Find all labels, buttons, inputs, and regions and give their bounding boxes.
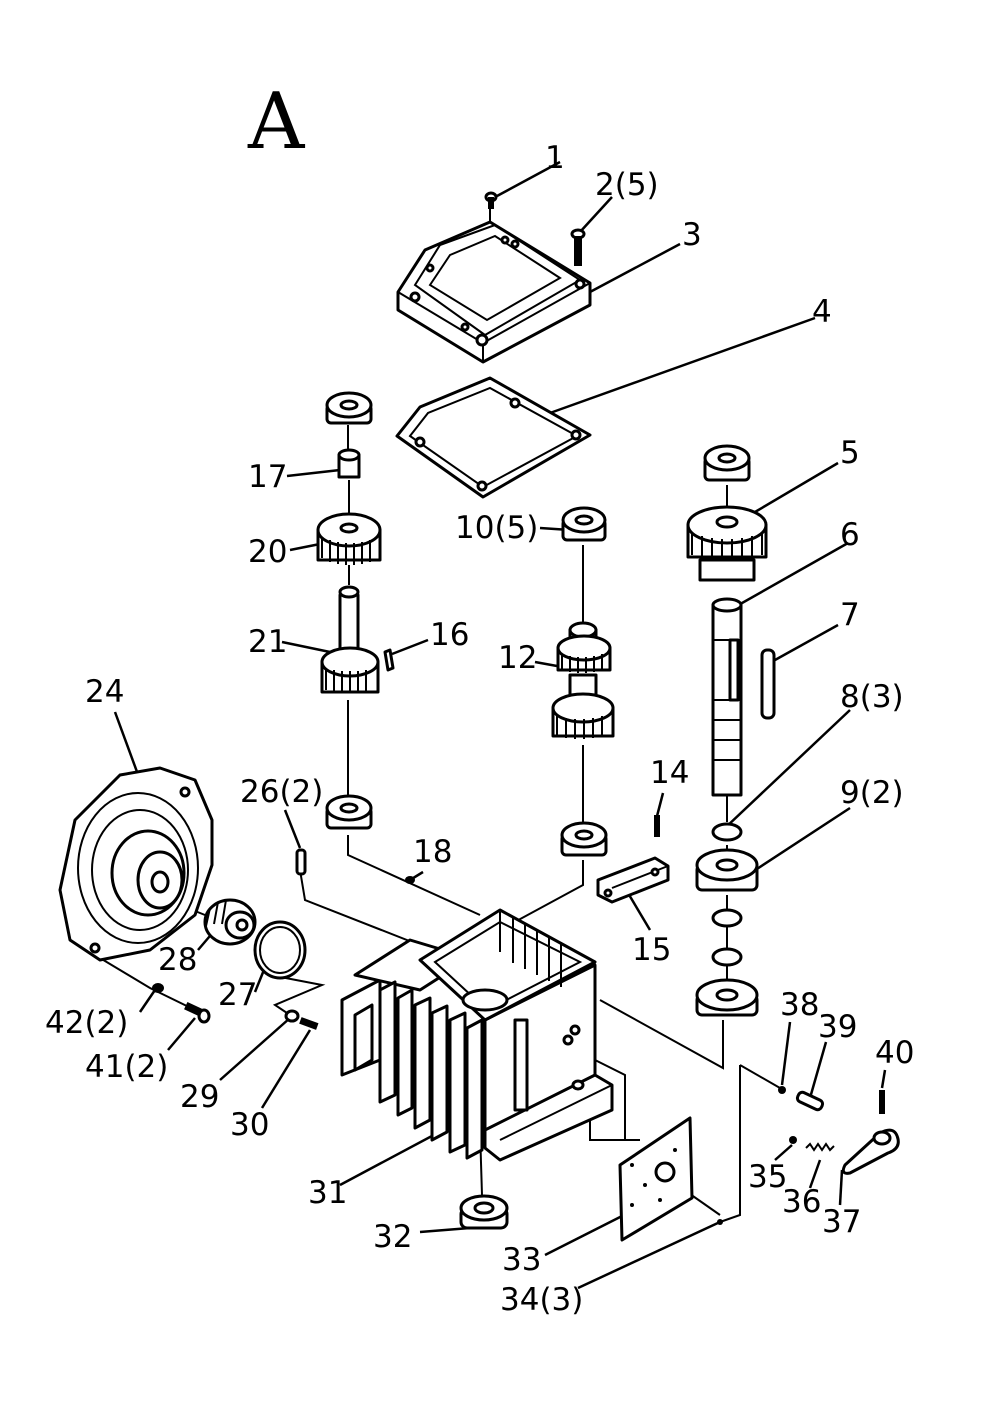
callout-6: 6 — [840, 517, 860, 553]
screw-14 — [654, 815, 660, 837]
cover-plate-3 — [396, 220, 592, 364]
worm-gear-28 — [203, 898, 257, 946]
flange-cover-24 — [58, 766, 214, 962]
callout-30: 30 — [230, 1107, 269, 1143]
callout-28: 28 — [158, 942, 197, 978]
spacer-17 — [337, 448, 361, 479]
pin-40 — [879, 1090, 885, 1114]
ball-35 — [789, 1136, 797, 1144]
screw-1 — [484, 191, 498, 209]
gear-20 — [316, 512, 382, 565]
callout-4: 4 — [812, 294, 832, 330]
callout-29: 29 — [180, 1079, 219, 1115]
callout-41: 41(2) — [85, 1049, 168, 1085]
callout-10: 10(5) — [455, 510, 538, 546]
bearing-top-left — [325, 391, 373, 425]
ring-8-a — [711, 822, 743, 842]
gear-5 — [686, 505, 768, 582]
o-ring-27 — [253, 920, 307, 980]
bracket-15 — [596, 856, 670, 904]
handle-37 — [841, 1128, 900, 1175]
callout-24: 24 — [85, 674, 124, 710]
screw-2 — [570, 228, 586, 266]
callout-2: 2(5) — [595, 167, 659, 203]
callout-27: 27 — [218, 977, 257, 1013]
callout-34: 34(3) — [500, 1282, 583, 1318]
gearbox-housing-31 — [340, 908, 614, 1162]
callout-12: 12 — [498, 640, 537, 676]
ball-38 — [778, 1086, 786, 1094]
callout-15: 15 — [632, 932, 671, 968]
callout-9: 9(2) — [840, 775, 904, 811]
callout-5: 5 — [840, 435, 860, 471]
callout-37: 37 — [822, 1204, 861, 1240]
bushing-32 — [459, 1194, 509, 1230]
callout-8: 8(3) — [840, 679, 904, 715]
gear-shaft-21 — [320, 585, 380, 694]
screw-34 — [717, 1219, 723, 1225]
callout-33: 33 — [502, 1242, 541, 1278]
pin-39 — [795, 1090, 825, 1112]
ring-8-b — [711, 908, 743, 928]
bearing-9-a — [695, 848, 759, 892]
screw-41 — [184, 1001, 211, 1024]
ring-8-c — [711, 947, 743, 967]
washer-29 — [284, 1009, 300, 1023]
callout-42: 42(2) — [45, 1005, 128, 1041]
callout-18: 18 — [413, 834, 452, 870]
callout-7: 7 — [840, 597, 860, 633]
spring-36 — [805, 1142, 835, 1152]
pin-26 — [295, 848, 307, 876]
callout-39: 39 — [818, 1009, 857, 1045]
shaft-6 — [711, 597, 743, 797]
screw-30 — [299, 1017, 319, 1030]
callout-1: 1 — [545, 140, 565, 176]
callout-17: 17 — [248, 459, 287, 495]
bearing-9-b — [695, 978, 759, 1017]
callout-26: 26(2) — [240, 774, 323, 810]
plug-18 — [405, 876, 415, 884]
diagram-title: A — [247, 77, 306, 167]
callout-3: 3 — [682, 217, 702, 253]
washer-42 — [152, 983, 164, 993]
key-7 — [760, 648, 776, 720]
cluster-gear-12 — [551, 621, 615, 739]
bearing-top-right — [703, 444, 751, 482]
plate-33 — [618, 1116, 694, 1242]
bearing-mid-center — [560, 821, 608, 857]
callout-20: 20 — [248, 534, 287, 570]
callout-40: 40 — [875, 1035, 914, 1071]
key-16 — [383, 648, 395, 672]
callout-32: 32 — [373, 1219, 412, 1255]
bearing-mid-left — [325, 794, 373, 830]
gasket-4 — [395, 376, 592, 499]
callout-31: 31 — [308, 1175, 347, 1211]
callout-38: 38 — [780, 987, 819, 1023]
callout-16: 16 — [430, 617, 469, 653]
bearing-10 — [561, 506, 607, 542]
callout-36: 36 — [782, 1184, 821, 1220]
callout-labels: 1 2(5) 3 4 5 6 7 8(3) 9(2) 10(5) 12 14 1… — [45, 140, 914, 1318]
callout-14: 14 — [650, 755, 689, 791]
callout-35: 35 — [748, 1159, 787, 1195]
leader-lines — [113, 160, 887, 1290]
callout-21: 21 — [248, 624, 287, 660]
